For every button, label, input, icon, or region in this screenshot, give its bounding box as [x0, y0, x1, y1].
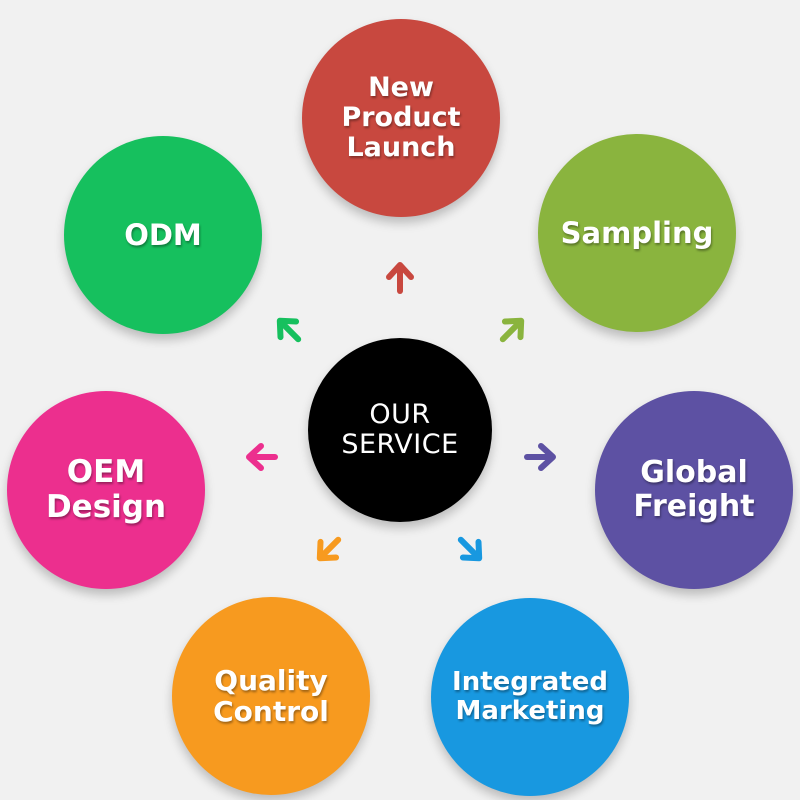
oem-design-label: OEM Design	[45, 454, 167, 525]
integrated-marketing-arrow-icon	[457, 536, 483, 562]
quality-control-arrow-icon	[316, 536, 342, 562]
new-product-launch-circle: New Product Launch	[302, 19, 500, 217]
odm-circle: ODM	[64, 136, 262, 334]
global-freight-circle: Global Freight	[595, 391, 793, 589]
sampling-circle: Sampling	[538, 134, 736, 332]
quality-control-label: Quality Control	[213, 663, 329, 728]
quality-control-circle: Quality Control	[172, 597, 370, 795]
odm-arrow-icon	[276, 317, 302, 343]
oem-design-circle: OEM Design	[7, 391, 205, 589]
odm-label: ODM	[124, 217, 202, 252]
sampling-arrow-icon	[499, 317, 525, 343]
new-product-launch-label: New Product Launch	[341, 71, 461, 164]
integrated-marketing-label: Integrated Marketing	[452, 666, 608, 726]
global-freight-label: Global Freight	[633, 455, 755, 524]
integrated-marketing-circle: Integrated Marketing	[431, 598, 629, 796]
new-product-launch-arrow-icon	[386, 262, 414, 294]
our-service-label: OUR SERVICE	[341, 398, 459, 460]
our-service-center-circle: OUR SERVICE	[308, 338, 492, 522]
global-freight-arrow-icon	[524, 443, 556, 471]
oem-design-arrow-icon	[246, 443, 278, 471]
sampling-label: Sampling	[560, 215, 714, 250]
